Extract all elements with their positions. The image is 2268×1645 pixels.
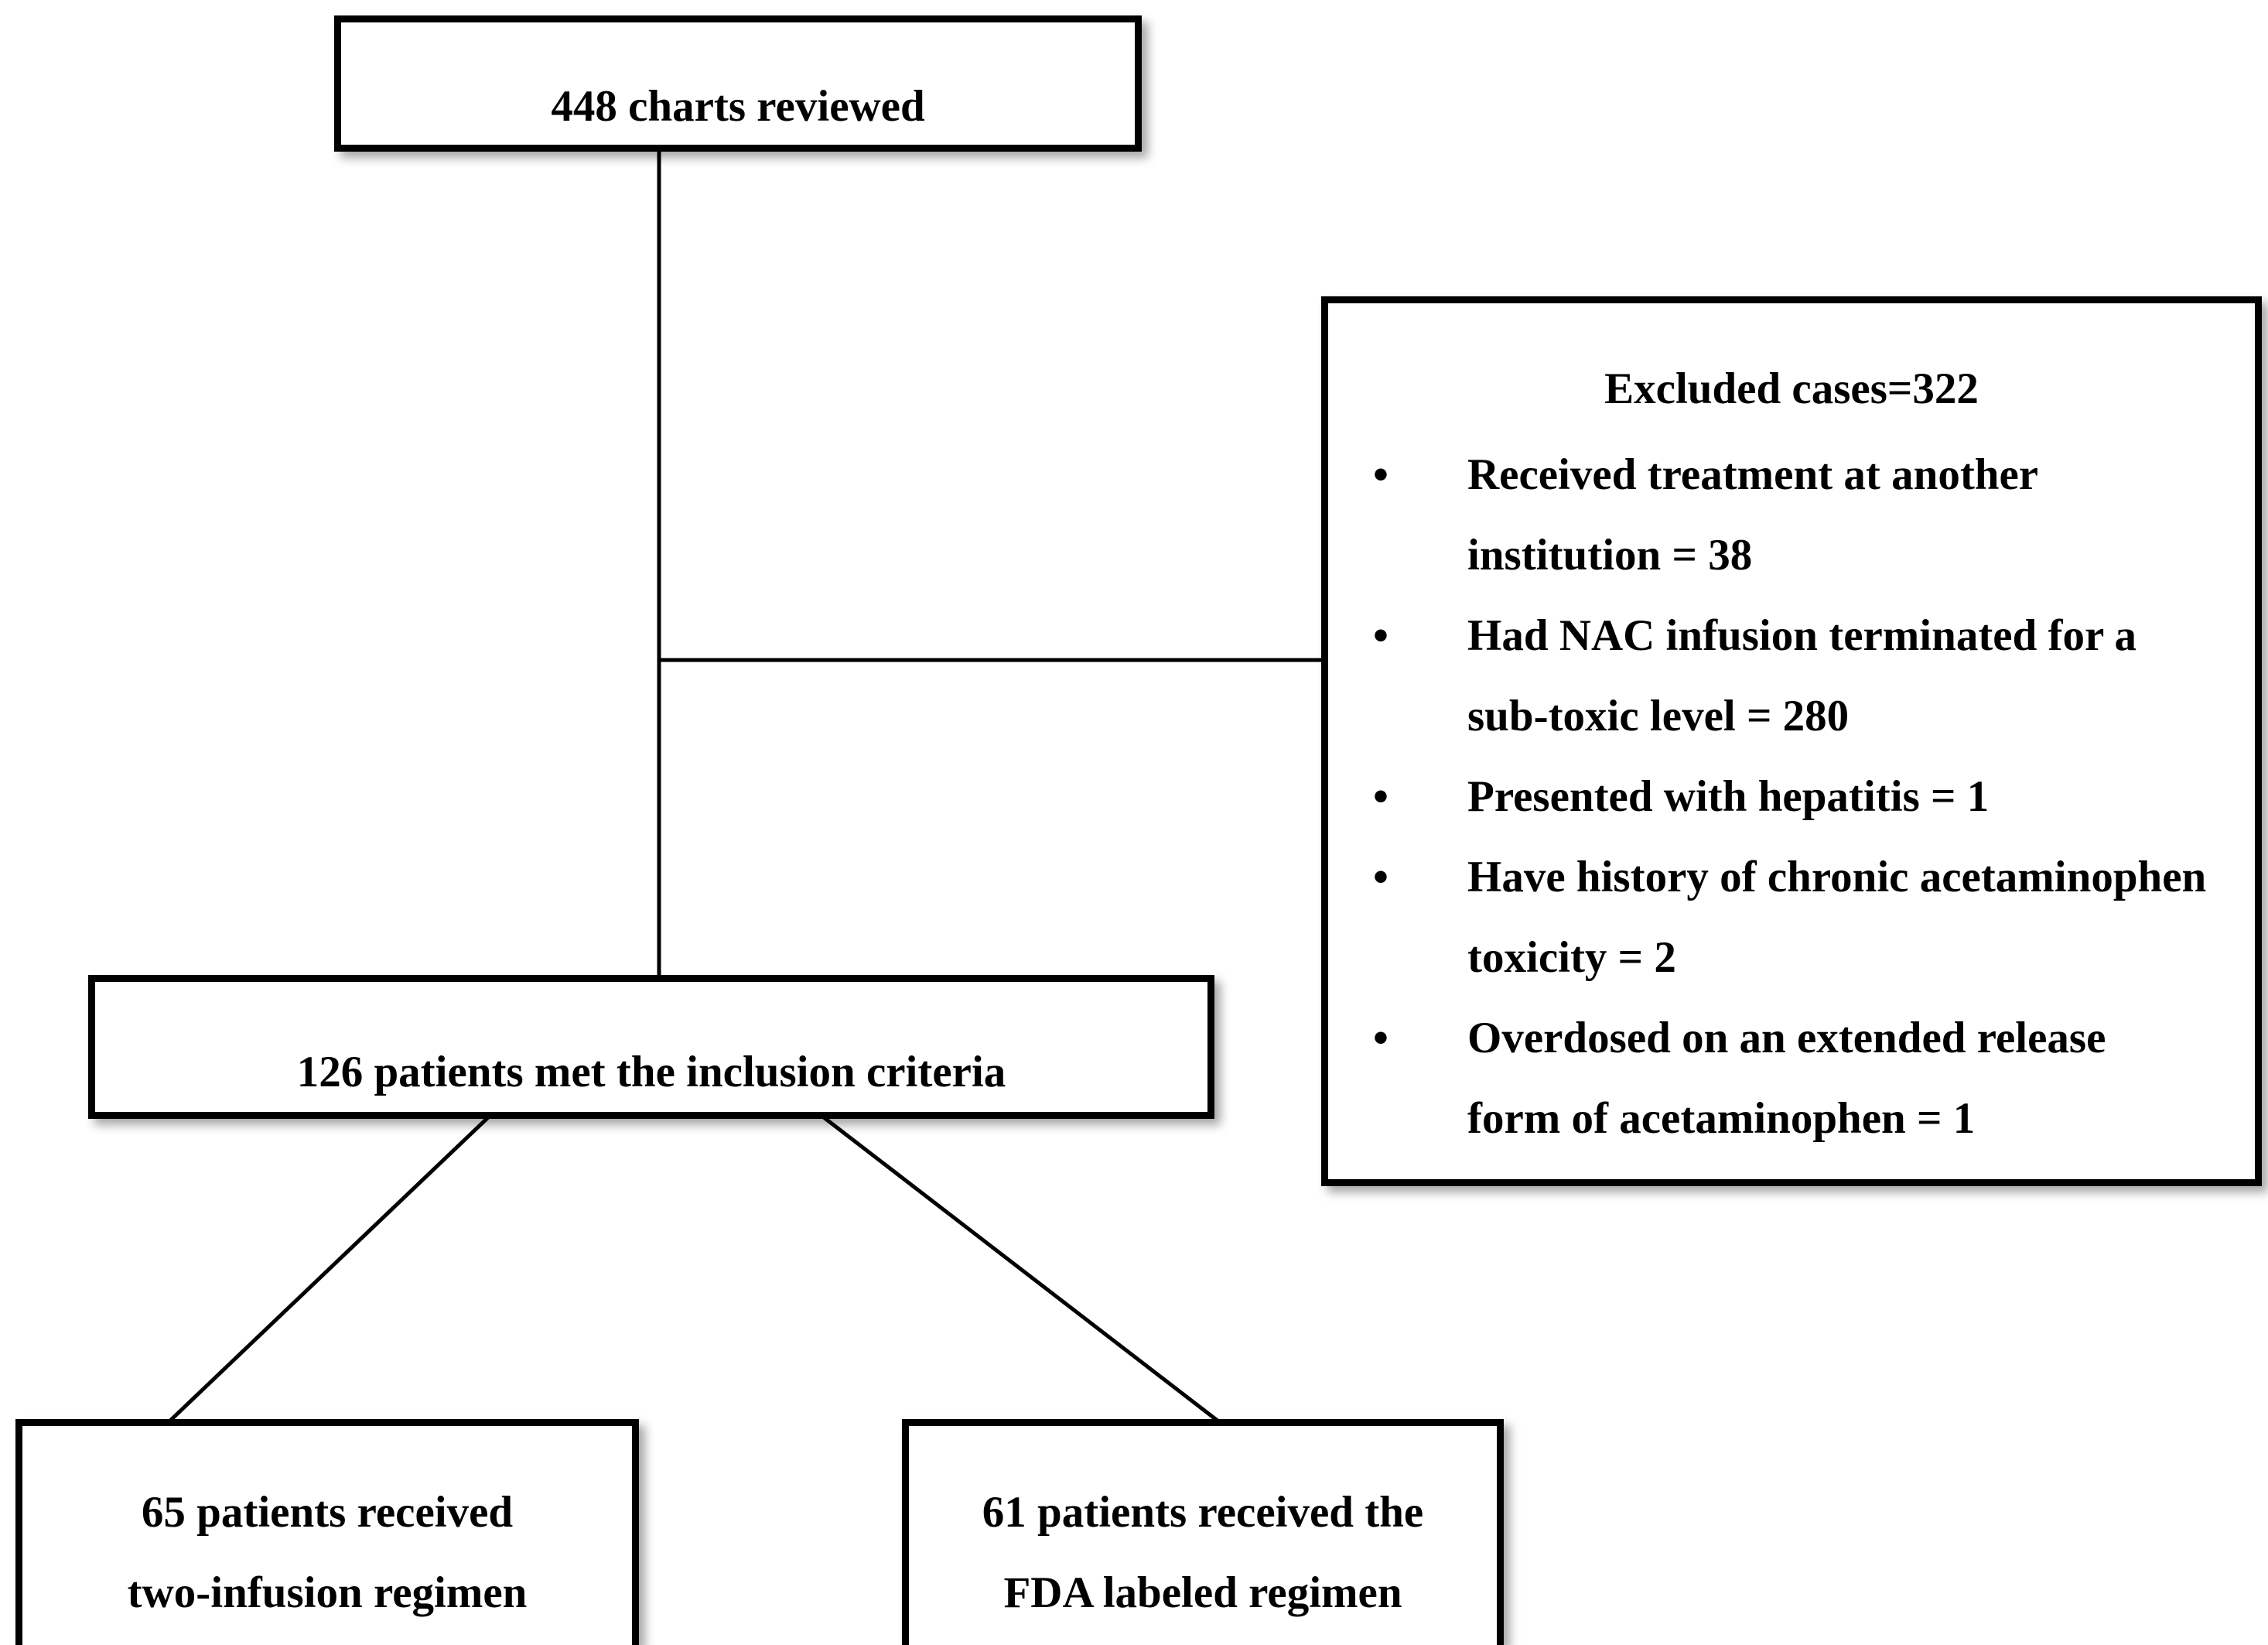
exclusion-reason-item: • Overdosed on an extended release form … [1328,998,2255,1159]
inclusion-criteria-box: 126 patients met the inclusion criteria [88,975,1214,1119]
two-infusion-line-1: 65 patients received [141,1488,514,1537]
charts-reviewed-label: 448 charts reviewed [551,82,925,131]
exclusion-reason-text: Have history of chronic acetaminophen to… [1467,853,2207,982]
bullet-icon: • [1373,1014,1388,1062]
inclusion-criteria-label: 126 patients met the inclusion criteria [296,1048,1006,1096]
connector-included-to-left [169,1103,503,1422]
excluded-cases-title: Excluded cases=322 [1604,364,1979,413]
exclusion-reason-text: Presented with hepatitis = 1 [1467,772,1990,821]
fda-regimen-label: 61 patients received the FDA labeled reg… [909,1472,1497,1633]
exclusion-reason-item: • Had NAC infusion terminated for a sub-… [1328,596,2255,757]
bullet-icon: • [1373,611,1388,660]
exclusion-reasons-list: • Received treatment at another institut… [1328,435,2255,1159]
fda-regimen-box: 61 patients received the FDA labeled reg… [902,1419,1504,1645]
exclusion-reason-text: Overdosed on an extended release form of… [1467,1014,2106,1143]
two-infusion-line-2: two-infusion regimen [127,1568,528,1617]
bullet-icon: • [1373,772,1388,821]
two-infusion-regimen-box: 65 patients received two-infusion regime… [15,1419,639,1645]
two-infusion-regimen-label: 65 patients received two-infusion regime… [22,1472,632,1633]
bullet-icon: • [1373,853,1388,901]
connector-included-to-right [806,1103,1219,1422]
exclusion-reason-item: • Received treatment at another institut… [1328,435,2255,596]
bullet-icon: • [1373,450,1388,499]
exclusion-reason-item: • Have history of chronic acetaminophen … [1328,837,2255,998]
fda-regimen-line-1: 61 patients received the [982,1488,1424,1537]
excluded-cases-box: Excluded cases=322 • Received treatment … [1321,296,2262,1186]
fda-regimen-line-2: FDA labeled regimen [1003,1568,1402,1617]
charts-reviewed-box: 448 charts reviewed [334,15,1142,152]
exclusion-reason-text: Received treatment at another institutio… [1467,450,2038,580]
exclusion-reason-item: • Presented with hepatitis = 1 [1328,757,2255,837]
exclusion-reason-text: Had NAC infusion terminated for a sub-to… [1467,611,2137,740]
